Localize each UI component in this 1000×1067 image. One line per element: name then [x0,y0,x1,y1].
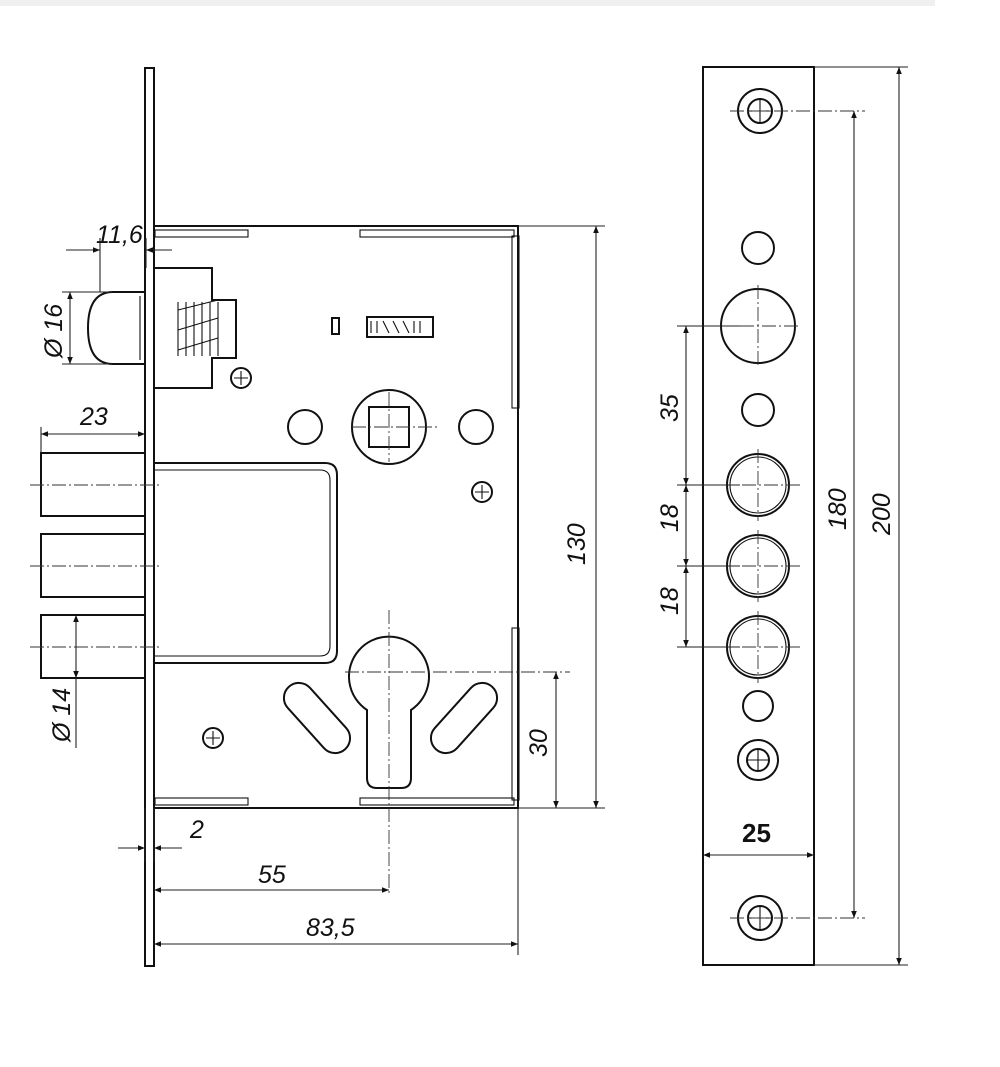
deadbolt-2 [40,533,146,598]
front-dimensions: 35 18 18 180 200 25 [656,66,908,966]
deadbolt-1 [40,452,146,517]
dim-plate-thickness: 2 [189,816,204,844]
lock-case [153,225,520,809]
dim-bolt-pitch-1: 18 [656,504,684,532]
dim-latch-diameter: Ø 16 [40,304,68,359]
small-hole-1 [741,231,775,265]
indicator-window [366,316,434,338]
dim-bolt-pitch-2: 18 [656,587,684,615]
front-view: 35 18 18 180 200 25 [656,66,908,966]
deadbolts [30,452,160,679]
dim-latch-offset: 11,6 [96,221,143,249]
dim-faceplate-width: 25 [742,818,771,848]
side-dimensions: 11,6 Ø 16 23 Ø 14 130 30 2 [40,221,605,955]
small-hole-3 [742,690,774,722]
mount-hole-left [287,409,323,445]
dim-latch-to-bolt: 35 [656,394,684,422]
screw-hole-bottom [730,895,865,941]
dim-backset: 55 [258,861,286,889]
mount-hole-right [458,409,494,445]
dim-case-height: 130 [563,523,591,565]
slot-left [282,681,352,755]
faceplate-front [702,66,815,966]
small-slot [331,317,340,335]
bolt-housing [154,462,338,664]
screw-hole-mid [737,739,779,781]
side-view: 11,6 Ø 16 23 Ø 14 130 30 2 [30,67,605,967]
screw-icon-3 [202,727,224,749]
dim-cylinder-offset: 30 [525,729,553,757]
screw-icon-2 [471,481,493,503]
screw-hole-top [730,88,865,134]
latch-bolt [86,291,145,365]
dim-bolt-diameter: Ø 14 [48,688,76,743]
top-strip [0,0,935,6]
dim-screw-pitch: 180 [824,488,852,530]
slot-right [429,681,499,755]
cylinder-cutout [348,635,430,789]
dim-faceplate-length: 200 [868,493,896,536]
dim-case-depth: 83,5 [306,914,355,942]
deadbolt-3 [40,614,146,679]
screw-icon-1 [230,367,252,389]
faceplate-edge [144,67,155,967]
spindle-hub [351,389,440,465]
dim-bolt-projection: 23 [79,403,108,431]
small-hole-2 [741,393,775,427]
latch-mechanism [86,267,237,389]
